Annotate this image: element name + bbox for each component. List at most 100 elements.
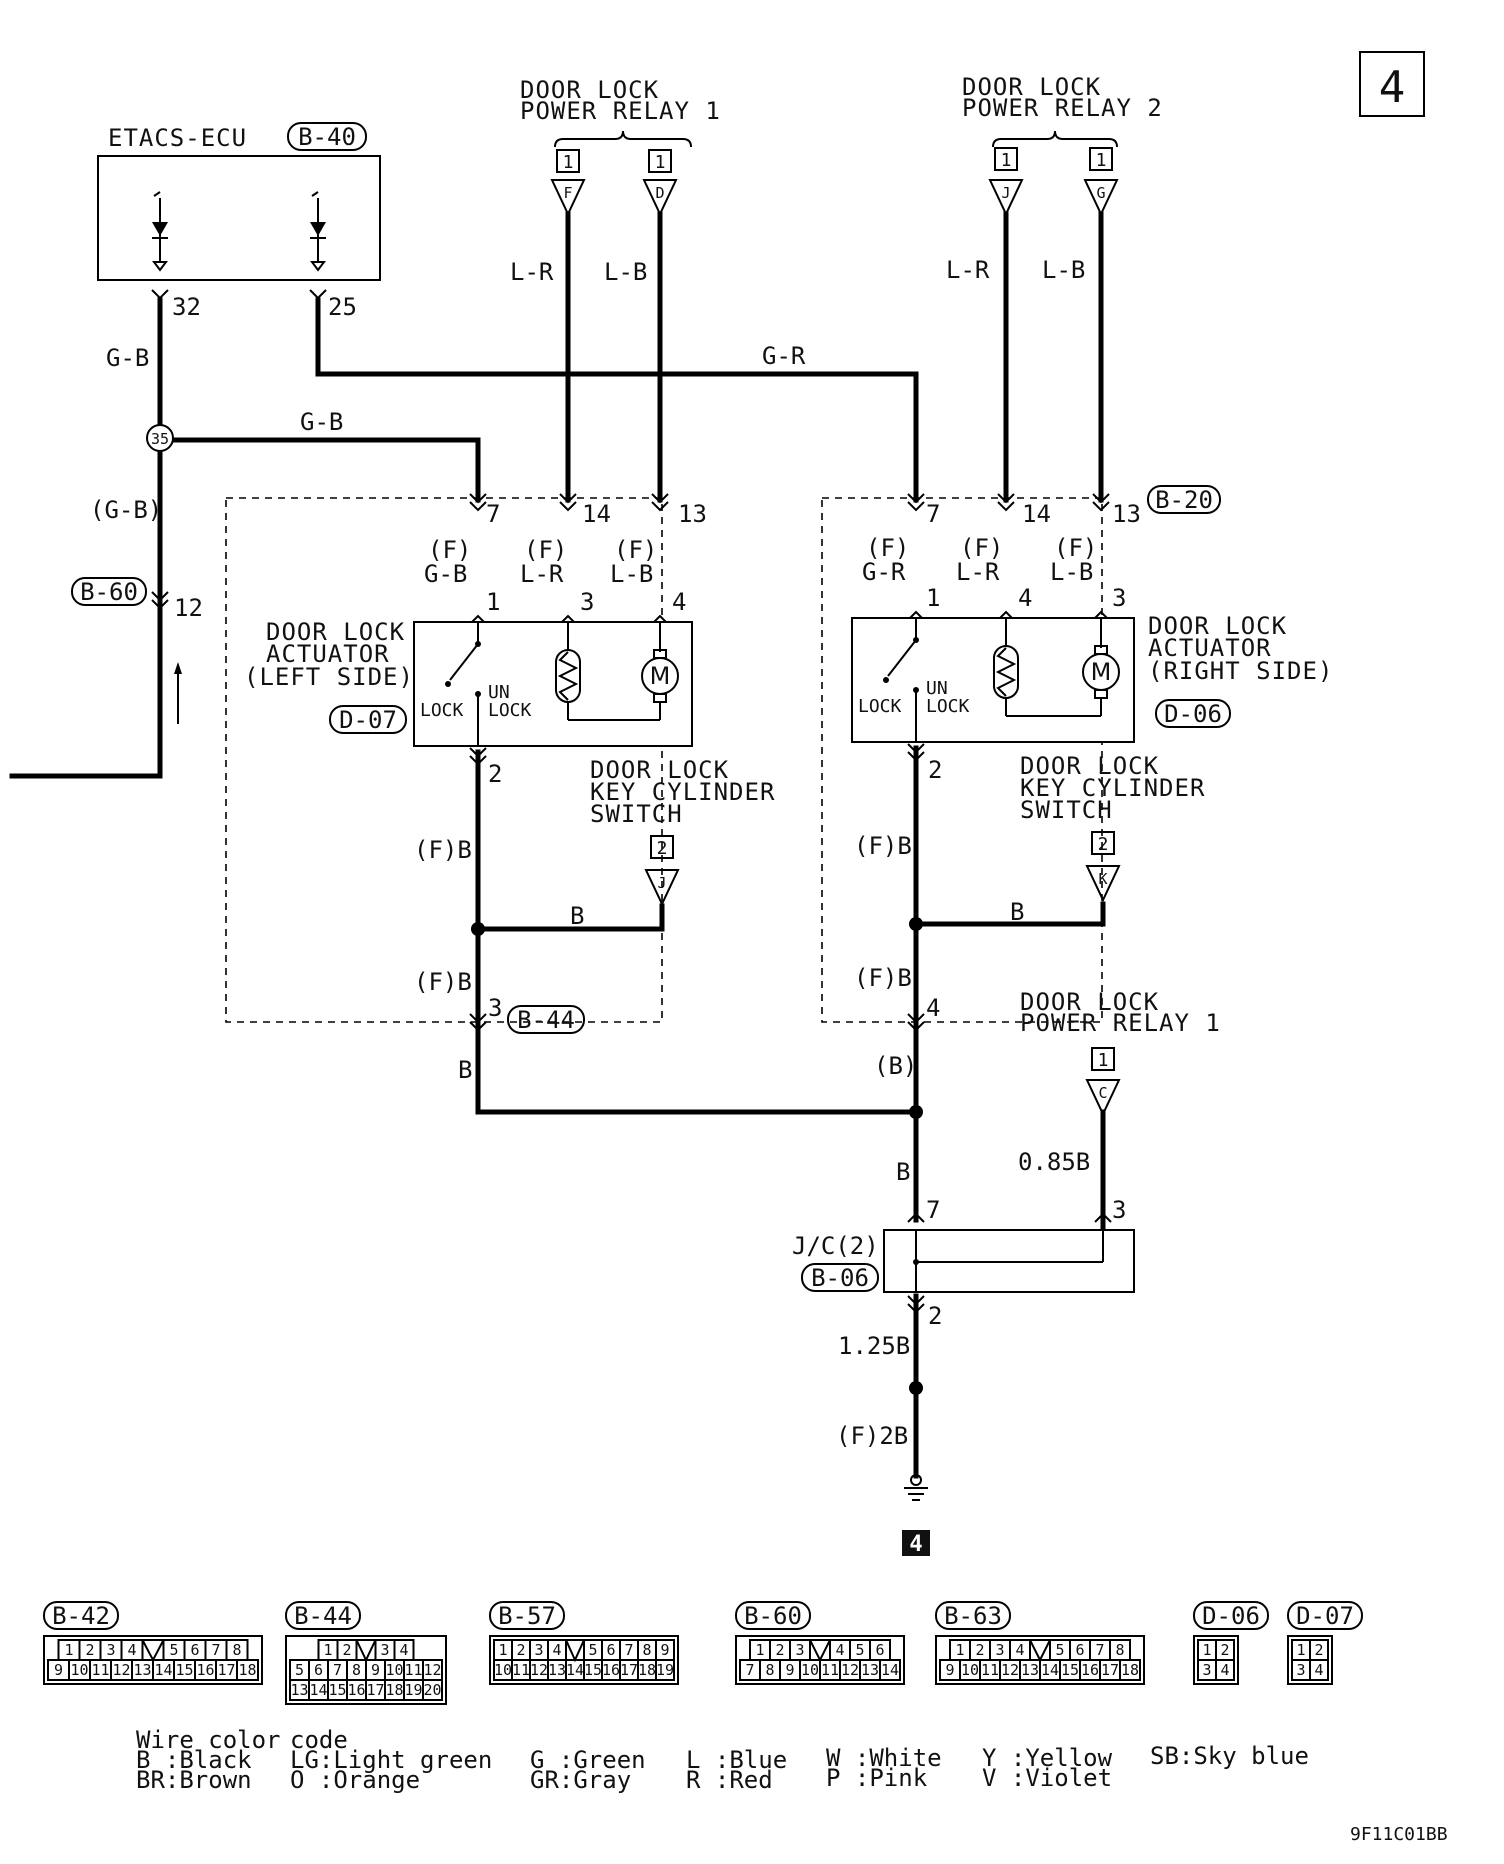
- wire-f-b-l1: (F)B: [414, 836, 472, 864]
- right-act-name2: ACTUATOR: [1148, 634, 1272, 662]
- pin-cell: 13: [1021, 1661, 1039, 1679]
- pin-cell: 15: [175, 1661, 193, 1679]
- color-entry-g: G :Green: [530, 1746, 646, 1774]
- left-top-pin-13: 13: [678, 500, 707, 528]
- left-bottom-pin: 2: [488, 760, 502, 788]
- right-ks-pin: K: [1098, 870, 1107, 888]
- pin-cell: 9: [785, 1661, 794, 1679]
- color-entry-w: W :White: [826, 1744, 942, 1772]
- page-number: 4: [1379, 62, 1406, 113]
- pin-cell: 6: [606, 1641, 615, 1659]
- pin-cell: 4: [1314, 1661, 1323, 1679]
- connector-view-label: D-06: [1202, 1602, 1260, 1630]
- wire-l-b-2: L-B: [1042, 256, 1085, 284]
- pin-cell: 6: [1075, 1641, 1084, 1659]
- ecu-connector-oval: [287, 122, 367, 151]
- color-entry-br: BR:Brown: [136, 1766, 252, 1794]
- pin-cell: 17: [366, 1681, 384, 1699]
- left-unlock: LOCK: [488, 700, 532, 721]
- right-pin-4: 4: [1018, 584, 1032, 612]
- right-pin-3: 3: [1112, 584, 1126, 612]
- pin-cell: 17: [1101, 1661, 1119, 1679]
- pin-cell: 1: [955, 1641, 964, 1659]
- right-door-lock-actuator: 7 14 13 B-20 (F) G-R (F) L-R (F) L-B 1 4…: [851, 485, 1332, 784]
- junction-right: [909, 917, 923, 931]
- color-entry-o: O :Orange: [290, 1766, 420, 1794]
- right-wl-2-c: L-R: [956, 558, 1000, 586]
- pin-cell: 10: [494, 1661, 512, 1679]
- pin-cell: 4: [835, 1641, 844, 1659]
- left-wl-1-f: (F): [428, 536, 471, 564]
- ground-symbol: 4: [902, 1474, 930, 1557]
- left-pin-3: 3: [580, 588, 594, 616]
- ecu-diode-right: [310, 191, 326, 272]
- door-lock-power-relay-2-top: DOOR LOCK POWER RELAY 2 1 1 J G: [962, 73, 1162, 217]
- right-unlock: LOCK: [926, 696, 970, 717]
- jc-connector: B-06: [811, 1264, 869, 1292]
- wire-b-left-1: B: [570, 902, 584, 930]
- connector-view-label: B-63: [944, 1602, 1002, 1630]
- wire-g-b-1: G-B: [106, 344, 149, 372]
- right-top-pin-7: 7: [926, 500, 940, 528]
- pin-cell: 7: [211, 1641, 220, 1659]
- pin-cell: 16: [1081, 1661, 1099, 1679]
- color-code-title1: Wire color: [136, 1726, 281, 1754]
- right-act-name1: DOOR LOCK: [1148, 612, 1287, 640]
- jc-pin-2: 2: [928, 1302, 942, 1330]
- relay2-top-pin-a: J: [1001, 184, 1010, 202]
- pin-cell: 9: [371, 1661, 380, 1679]
- color-entry-v: V :Violet: [982, 1764, 1112, 1792]
- color-entry-b: B :Black: [136, 1746, 252, 1774]
- pin-cell: 2: [342, 1641, 351, 1659]
- ecu-pin-32: 32: [172, 293, 201, 321]
- right-wl-1-c: G-R: [862, 558, 906, 586]
- pin-cell: 2: [85, 1641, 94, 1659]
- relay1-top-pin-b: D: [655, 184, 664, 202]
- right-ks-pin-num: 2: [1098, 834, 1109, 855]
- wire-b-right-paren: (B): [874, 1052, 917, 1080]
- ecu-pin-25: 25: [328, 293, 357, 321]
- b60-pin: 12: [174, 594, 203, 622]
- color-entry-sb: SB:Sky blue: [1150, 1742, 1309, 1770]
- pin-cell: 5: [169, 1641, 178, 1659]
- pin-cell: 6: [875, 1641, 884, 1659]
- left-door-lock-actuator: 7 14 13 (F) G-B (F) L-R (F) L-B 1 3 4 M: [244, 493, 707, 788]
- ecu-connector: B-40: [298, 123, 356, 151]
- pin-cell: 3: [380, 1641, 389, 1659]
- left-act-name1: DOOR LOCK: [266, 618, 405, 646]
- right-ks-line3: SWITCH: [1020, 796, 1113, 824]
- pin-cell: 8: [232, 1641, 241, 1659]
- jc-name: J/C(2): [792, 1232, 879, 1260]
- pin-cell: 14: [881, 1661, 899, 1679]
- relay2-top-line1: DOOR LOCK: [962, 73, 1101, 101]
- pin-cell: 8: [765, 1661, 774, 1679]
- pin-cell: 20: [423, 1681, 441, 1699]
- left-harness-dashed: [225, 497, 663, 1023]
- right-bottom-pin: 2: [928, 756, 942, 784]
- left-pin-4: 4: [672, 588, 686, 616]
- right-ks-line1: DOOR LOCK: [1020, 752, 1159, 780]
- pin-cell: 2: [516, 1641, 525, 1659]
- splice-35: 35: [146, 424, 174, 452]
- right-wl-2-f: (F): [960, 534, 1003, 562]
- pin-cell: 5: [1055, 1641, 1064, 1659]
- pin-cell: 13: [133, 1661, 151, 1679]
- pin-cell: 11: [91, 1661, 109, 1679]
- pin-cell: 10: [801, 1661, 819, 1679]
- joint-connector-jc2: 7 3 J/C(2) B-06 2: [792, 1196, 1135, 1330]
- relay1-top-line1: DOOR LOCK: [520, 76, 659, 104]
- left-top-pin-7: 7: [486, 500, 500, 528]
- connector-view-label: B-42: [52, 1602, 110, 1630]
- wire-l-b-1: L-B: [604, 258, 647, 286]
- pin-cell: 18: [385, 1681, 403, 1699]
- right-lock: LOCK: [858, 696, 902, 717]
- pin-cell: 19: [404, 1681, 422, 1699]
- relay2-top-pin-a-num: 1: [1001, 150, 1012, 171]
- relay1-top-pin-b-num: 1: [655, 152, 666, 173]
- left-ks-pin: J: [657, 874, 666, 892]
- door-lock-power-relay-1-top: DOOR LOCK POWER RELAY 1 1 1 F D: [520, 76, 720, 217]
- pin-cell: 15: [328, 1681, 346, 1699]
- pin-cell: 1: [323, 1641, 332, 1659]
